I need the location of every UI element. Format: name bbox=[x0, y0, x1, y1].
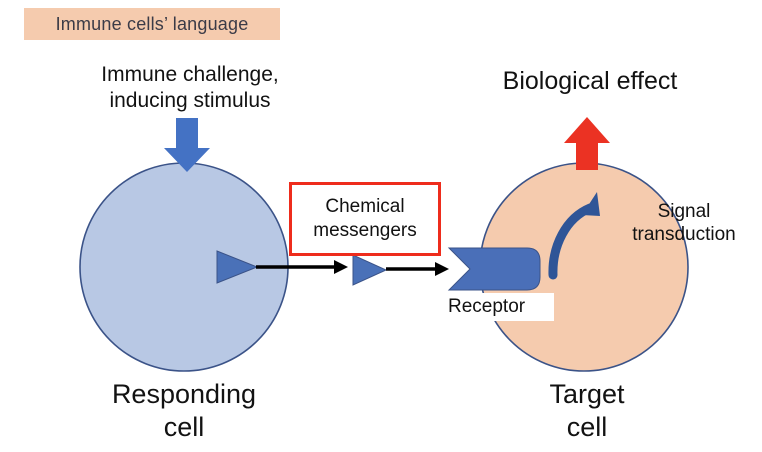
signal-transduction-label: Signal transduction bbox=[632, 201, 736, 246]
receptor-label-box: Receptor bbox=[444, 293, 554, 321]
title-banner-label: Immune cells’ language bbox=[55, 13, 249, 34]
target-cell-label: Target cell bbox=[549, 379, 625, 442]
signal-transduction-arrow-icon bbox=[548, 192, 600, 280]
title-banner: Immune cells’ language bbox=[24, 8, 280, 40]
connector-arrow-1-icon bbox=[256, 260, 348, 274]
receptor-icon bbox=[447, 247, 541, 291]
stimulus-label: Immune challenge, inducing stimulus bbox=[101, 63, 279, 112]
chemical-messengers-label: Chemical messengers bbox=[313, 196, 417, 241]
connector-arrow-2-icon bbox=[386, 262, 449, 276]
biological-effect-label: Biological effect bbox=[502, 67, 678, 95]
messenger-triangle-large-icon bbox=[216, 250, 259, 284]
chemical-messengers-box: Chemical messengers bbox=[289, 182, 441, 256]
biological-effect-arrow-icon bbox=[564, 117, 610, 170]
responding-cell-label: Responding cell bbox=[111, 379, 257, 442]
stimulus-arrow-icon bbox=[164, 118, 210, 172]
messenger-triangle-small-icon bbox=[352, 254, 388, 286]
receptor-label: Receptor bbox=[448, 296, 526, 317]
